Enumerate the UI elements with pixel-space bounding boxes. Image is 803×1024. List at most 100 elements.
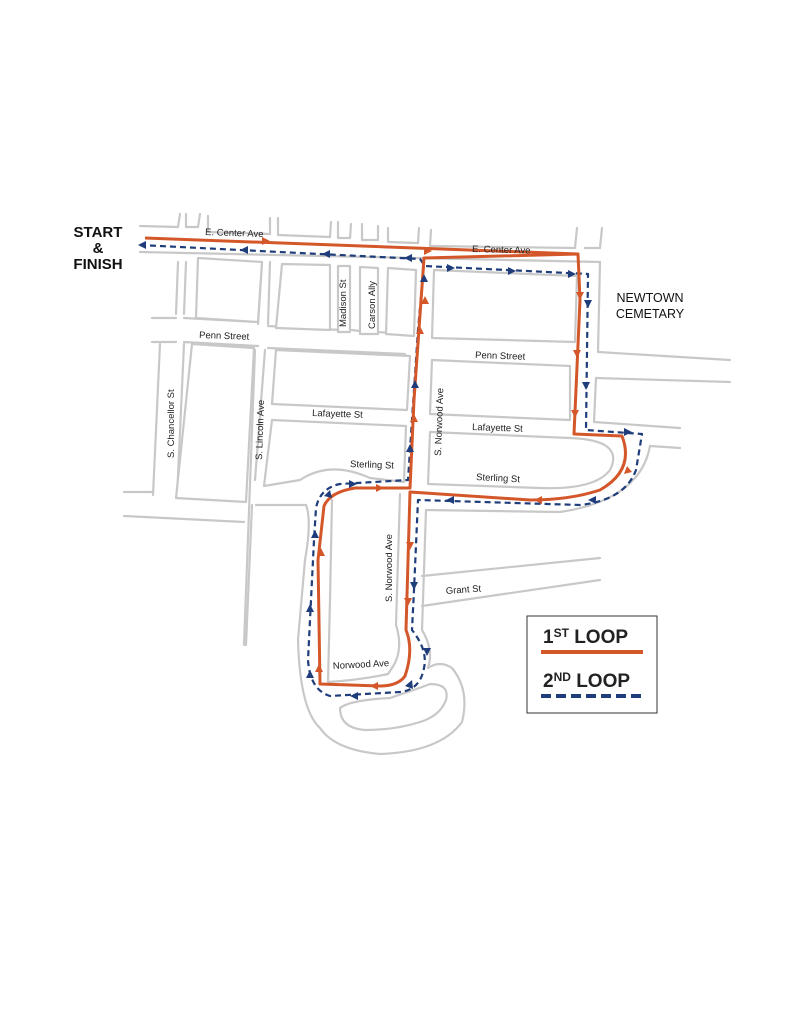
arrow-icon (349, 480, 357, 488)
street-grid (122, 212, 732, 756)
label-center-ave-west: E. Center Ave (205, 227, 264, 240)
arrow-icon (447, 264, 455, 272)
arrow-icon (350, 692, 358, 700)
arrow-icon (322, 250, 330, 258)
cemetery-lafayette-edges (592, 420, 682, 450)
arrow-icon (317, 548, 325, 556)
arrow-icon (404, 254, 412, 262)
arrow-icon (624, 466, 632, 474)
arrow-icon (588, 496, 596, 504)
block-j (428, 358, 572, 422)
legend-loop-2-word: LOOP (571, 671, 630, 692)
norwood-loop-inner (326, 498, 394, 684)
arrow-icon (315, 664, 323, 672)
arrow-icon (571, 410, 579, 418)
ampersand-text: & (93, 240, 104, 257)
block-h (262, 418, 408, 488)
chancellor-st-west-edge (151, 260, 180, 497)
arrow-icon (584, 300, 592, 308)
arrow-icon (410, 414, 418, 422)
finish-text: FINISH (73, 256, 122, 273)
route-loop-2 (139, 243, 644, 698)
label-madison-st: Madison St (338, 279, 349, 327)
landmark-label: NEWTOWN CEMETARY (616, 291, 685, 321)
arrow-icon (411, 380, 419, 388)
loop-1-path (144, 236, 627, 688)
arrow-icon (573, 350, 581, 358)
grant-st-edges (420, 556, 602, 608)
s-norwood-west-edge (390, 492, 402, 670)
arrow-icon (240, 246, 248, 254)
label-chancellor-st: S. Chancellor St (166, 389, 177, 458)
arrow-icon (624, 428, 632, 436)
loop-1-arrows (262, 237, 632, 690)
legend-loop-1-sup: ST (554, 626, 570, 640)
block-k (426, 430, 615, 490)
label-lafayette-st-west: Lafayette St (312, 408, 363, 421)
arrow-icon (446, 496, 454, 504)
arrow-icon (311, 530, 319, 538)
loop-2-arrows (138, 241, 632, 700)
s-norwood-east-edge (420, 508, 432, 670)
arrow-icon (534, 496, 542, 504)
label-lincoln-ave: S. Lincoln Ave (254, 400, 267, 460)
arrow-icon (376, 484, 384, 492)
block-g (270, 348, 412, 412)
arrow-icon (410, 582, 418, 590)
cemetery-penn-edges (594, 350, 732, 384)
label-lafayette-st-east: Lafayette St (472, 422, 523, 435)
street-labels: E. Center Ave E. Center Ave Madison St C… (166, 227, 531, 672)
legend-loop-2-num: 2 (543, 671, 554, 692)
block-i (430, 268, 579, 344)
arrow-icon (306, 670, 314, 678)
arrow-icon (262, 237, 270, 245)
arrow-icon (404, 598, 412, 606)
arrow-icon (416, 326, 424, 334)
label-s-norwood-ave-south: S. Norwood Ave (384, 534, 395, 602)
norwood-loop-island (338, 682, 448, 732)
arrow-icon (424, 247, 432, 255)
sterling-st-outer (424, 444, 652, 514)
block-e (384, 266, 418, 338)
label-sterling-st-east: Sterling St (476, 472, 521, 485)
route-loop-1 (144, 236, 627, 688)
label-center-ave-east: E. Center Ave (472, 244, 531, 257)
arrow-icon (370, 682, 378, 690)
arrow-icon (421, 296, 429, 304)
label-carson-ally: Carson Ally (367, 281, 378, 329)
arrow-icon (406, 444, 414, 452)
legend: 1ST LOOP 2ND LOOP (526, 615, 658, 714)
legend-loop-2-label: 2ND LOOP (543, 670, 630, 692)
start-text: START (74, 224, 123, 241)
label-grant-st: Grant St (445, 584, 481, 597)
start-finish-label: START & FINISH (73, 224, 122, 273)
arrow-icon (406, 542, 414, 550)
legend-loop-1-num: 1 (543, 627, 554, 648)
label-penn-street-west: Penn Street (199, 330, 250, 343)
landmark-line-2: CEMETARY (616, 307, 685, 321)
legend-loop-1-label: 1ST LOOP (543, 626, 628, 648)
block-b (274, 262, 332, 332)
block-f (174, 342, 256, 504)
arrow-icon (423, 648, 431, 656)
arrow-icon (582, 382, 590, 390)
label-penn-street-east: Penn Street (475, 350, 526, 363)
loop-2-path (139, 243, 644, 698)
legend-loop-1-word: LOOP (569, 627, 628, 648)
block-d (358, 265, 380, 336)
arrow-icon (306, 604, 314, 612)
landmark-line-1: NEWTOWN (616, 291, 683, 305)
center-ave-stubs (176, 212, 604, 250)
cemetery-west-edge (592, 260, 602, 424)
block-a (194, 256, 264, 324)
arrow-icon (138, 241, 146, 249)
norwood-loop-outer (296, 503, 466, 756)
arrow-icon (420, 274, 428, 282)
arrow-icon (568, 270, 576, 278)
label-s-norwood-ave-north: S. Norwood Ave (433, 388, 446, 456)
center-ave-north-edge (138, 224, 602, 250)
lincoln-ave-east-edge (244, 260, 272, 647)
label-norwood-ave-loop: Norwood Ave (333, 658, 390, 672)
arrow-icon (324, 490, 332, 498)
